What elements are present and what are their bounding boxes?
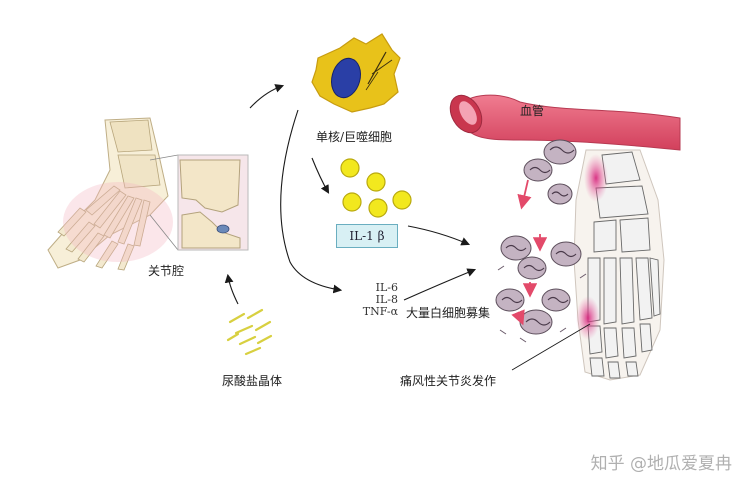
gout-attack-label: 痛风性关节炎发作	[400, 374, 497, 388]
il1b-box: IL-1 β	[336, 224, 398, 248]
leukocytes	[495, 139, 582, 335]
joint-cavity-label: 关节腔	[148, 264, 185, 278]
urate-crystals-label: 尿酸盐晶体	[222, 374, 283, 388]
blood-vessel-label: 血管	[520, 104, 545, 118]
cell-debris	[497, 265, 587, 343]
cytokine-il8: IL-8	[375, 293, 398, 306]
cytokine-list: IL-6 IL-8 TNF-α	[352, 282, 398, 318]
il1b-granules	[340, 158, 412, 218]
macrophage-cell	[311, 33, 401, 113]
left-foot-skeleton	[47, 117, 179, 271]
blood-vessel	[449, 94, 681, 151]
monocyte-macrophage-label: 单核/巨噬细胞	[316, 130, 393, 144]
watermark: 知乎 @地瓜爱夏冉	[590, 454, 732, 474]
gout-attack-leader	[511, 323, 591, 371]
leukocyte-nuclei	[501, 146, 577, 326]
cytokine-il6: IL-6	[375, 281, 398, 294]
urate-crystals	[226, 308, 273, 356]
right-foot-skeleton	[573, 149, 665, 381]
leukocyte-migration-arrows	[511, 179, 548, 326]
joint-cavity-inset	[177, 154, 249, 251]
pathway-arrows	[224, 84, 477, 305]
cytokine-tnf: TNF-α	[362, 305, 398, 318]
leukocyte-recruitment-label: 大量白细胞募集	[406, 306, 491, 320]
